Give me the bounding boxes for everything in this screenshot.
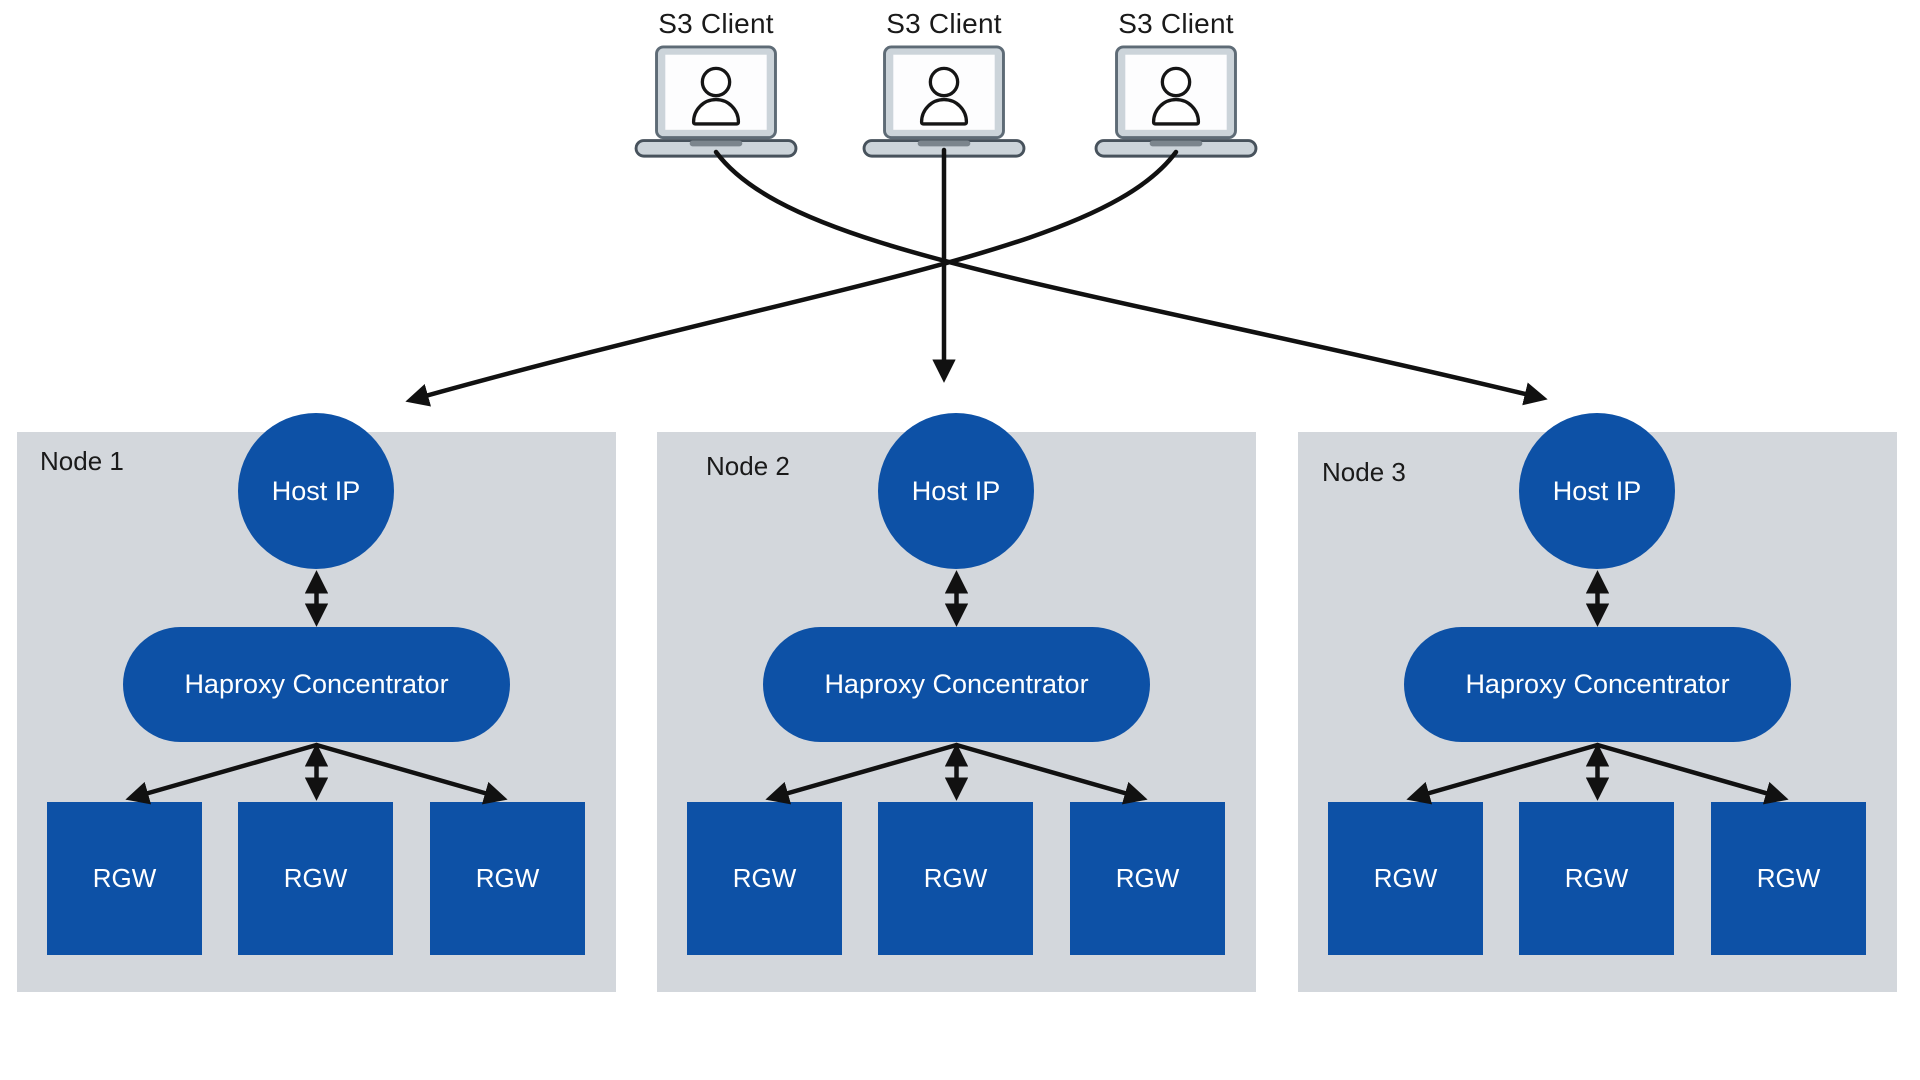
s3-client-label: S3 Client [658,8,774,39]
rgw-box: RGW [430,802,585,955]
rgw-box: RGW [1519,802,1674,955]
host-ip-label: Host IP [911,475,1001,506]
s3-client-label: S3 Client [886,8,1002,39]
laptop-icon [634,45,798,158]
node-panel-1: Node 1 Host IP Haproxy Concentrator RGW … [17,413,616,992]
s3-client-2: S3 Client [859,6,1029,161]
user-icon-body [1151,97,1201,126]
s3-client-3: S3 Client [1091,6,1261,161]
node-panel-3: Node 3 Host IP Haproxy Concentrator RGW … [1298,413,1897,992]
rgw-box: RGW [47,802,202,955]
node-panel-2: Node 2 Host IP Haproxy Concentrator RGW … [657,413,1256,992]
host-ip-circle: Host IP [238,413,394,569]
s3-client-label: S3 Client [1118,8,1234,39]
client3-to-node1-arrow [405,149,1179,407]
rgw-box: RGW [1711,802,1866,955]
haproxy-pill: Haproxy Concentrator [123,627,510,742]
user-icon-head [700,66,732,98]
node-title: Node 1 [40,446,124,476]
user-icon-body [919,97,969,126]
client1-to-node3-arrow [713,149,1548,406]
haproxy-pill: Haproxy Concentrator [1404,627,1791,742]
node-title: Node 3 [1322,457,1406,487]
rgw-box: RGW [1328,802,1483,955]
laptop-notch [689,140,743,147]
rgw-box: RGW [878,802,1033,955]
host-ip-label: Host IP [271,475,361,506]
user-icon-head [928,66,960,98]
rgw-box: RGW [1070,802,1225,955]
haproxy-pill: Haproxy Concentrator [763,627,1150,742]
user-icon-body [691,97,741,126]
node-title: Node 2 [706,451,790,481]
laptop-icon [862,45,1026,158]
haproxy-label: Haproxy Concentrator [1465,669,1730,699]
laptop-notch [917,140,971,147]
laptop-icon [1094,45,1258,158]
rgw-box: RGW [238,802,393,955]
haproxy-label: Haproxy Concentrator [184,669,449,699]
s3-client-1: S3 Client [631,6,801,161]
rgw-box: RGW [687,802,842,955]
host-ip-circle: Host IP [1519,413,1675,569]
host-ip-label: Host IP [1552,475,1642,506]
user-icon-head [1160,66,1192,98]
haproxy-label: Haproxy Concentrator [824,669,1089,699]
host-ip-circle: Host IP [878,413,1034,569]
laptop-notch [1149,140,1203,147]
